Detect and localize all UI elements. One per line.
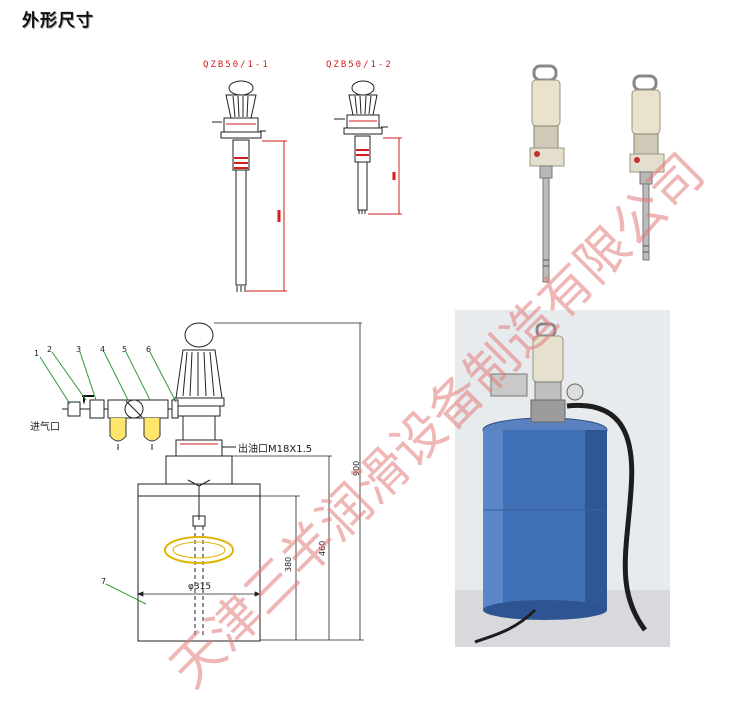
callout-5: 5 bbox=[122, 345, 128, 354]
pump-photo-1 bbox=[529, 64, 565, 283]
pump-drawing-left bbox=[212, 80, 266, 292]
callout-1: 1 bbox=[34, 349, 40, 358]
technical-drawing bbox=[39, 80, 402, 642]
dim-460-label: 460 bbox=[318, 540, 327, 556]
diameter-label: φ315 bbox=[188, 582, 212, 592]
dim-lines-left bbox=[246, 140, 287, 292]
page-title: 外形尺寸 bbox=[22, 11, 94, 31]
drum-pump-photo bbox=[455, 310, 670, 647]
dim-900-label: 900 bbox=[352, 460, 361, 476]
pump-on-drum bbox=[490, 322, 584, 423]
pump-photo-top bbox=[510, 60, 690, 295]
pump-drawing-right bbox=[334, 80, 388, 214]
dim-380-label: 380 bbox=[284, 556, 293, 572]
model-label-left: QZB50/1-1 bbox=[203, 60, 270, 70]
callout-2: 2 bbox=[47, 345, 53, 354]
pump-photo-2 bbox=[629, 74, 665, 261]
drum-photo bbox=[482, 417, 608, 620]
hose bbox=[566, 402, 648, 632]
assembly-dim-lines bbox=[136, 322, 364, 641]
callout-3: 3 bbox=[76, 345, 82, 354]
assembly-drawing bbox=[62, 322, 261, 642]
air-inlet-label: 进气口 bbox=[30, 422, 60, 433]
callout-leaders bbox=[39, 351, 177, 605]
callout-4: 4 bbox=[100, 345, 106, 354]
oil-outlet-label: 出油口M18X1.5 bbox=[238, 444, 313, 455]
callout-6: 6 bbox=[146, 345, 152, 354]
dim-lines-right bbox=[368, 137, 402, 215]
callout-7: 7 bbox=[101, 577, 107, 586]
model-label-right: QZB50/1-2 bbox=[326, 60, 393, 70]
